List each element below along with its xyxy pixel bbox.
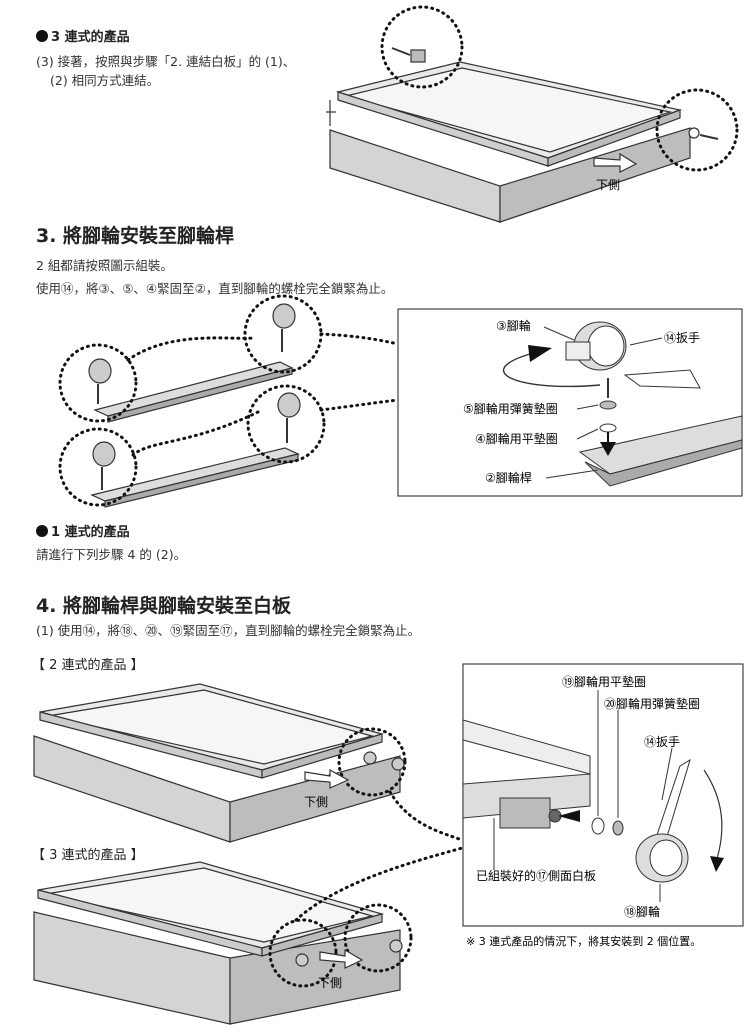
callout-caster: ⑱腳輪 [624,904,660,919]
instruction-line: (2) 相同方式連結。 [50,73,160,88]
caster-detail-panel [397,308,743,497]
step-3-title: 3. 將腳輪安裝至腳輪桿 [36,225,235,247]
label-2-unit: 【 2 連式的產品 】 [32,658,144,673]
board-caster-detail-panel [462,663,744,927]
bullet-icon [36,30,48,42]
down-side-label: 下側 [318,976,342,990]
label-3-unit: 【 3 連式的產品 】 [32,848,144,863]
three-unit-board-diagram [33,846,464,1025]
instruction-line: 請進行下列步驟 4 的 (2)。 [36,547,187,562]
callout-wrench: ⑭扳手 [644,735,680,749]
callout-wrench: ⑭扳手 [664,331,700,345]
callout-spring-washer: ⑤腳輪用彈簧墊圈 [463,401,558,416]
callout-spring-washer: ⑳腳輪用彈簧墊圈 [604,696,700,711]
section-heading-1-unit: 1 連式的產品 [36,525,130,539]
callout-side-board: 已組裝好的⑰側面白板 [476,868,596,883]
callout-flat-washer: ④腳輪用平墊圈 [475,431,558,446]
instruction-line: (3) 接著，按照與步驟「2. 連結白板」的 (1)、 [36,54,296,69]
instruction-line: 2 組都請按照圖示組裝。 [36,258,173,273]
callout-flat-washer: ⑲腳輪用平墊圈 [562,674,646,689]
section-heading-3-unit: 3 連式的產品 [36,30,130,44]
footnote: ※ 3 連式產品的情況下，將其安裝到 2 個位置。 [466,934,701,948]
down-side-label: 下側 [304,795,328,809]
down-side-label: 下側 [596,178,620,192]
two-unit-board-diagram [33,683,464,843]
callout-caster-bar: ②腳輪桿 [485,470,532,485]
instruction-line: (1) 使用⑭，將⑱、⑳、⑲緊固至⑰，直到腳輪的螺栓完全鎖緊為止。 [36,623,421,638]
top-whiteboard-diagram [326,5,739,223]
bullet-icon [36,525,48,537]
callout-caster: ③腳輪 [496,318,531,333]
caster-bar-diagram [58,294,400,508]
instruction-line: 使用⑭，將③、⑤、④緊固至②，直到腳輪的螺栓完全鎖緊為止。 [36,281,394,296]
step-4-title: 4. 將腳輪桿與腳輪安裝至白板 [36,595,292,617]
